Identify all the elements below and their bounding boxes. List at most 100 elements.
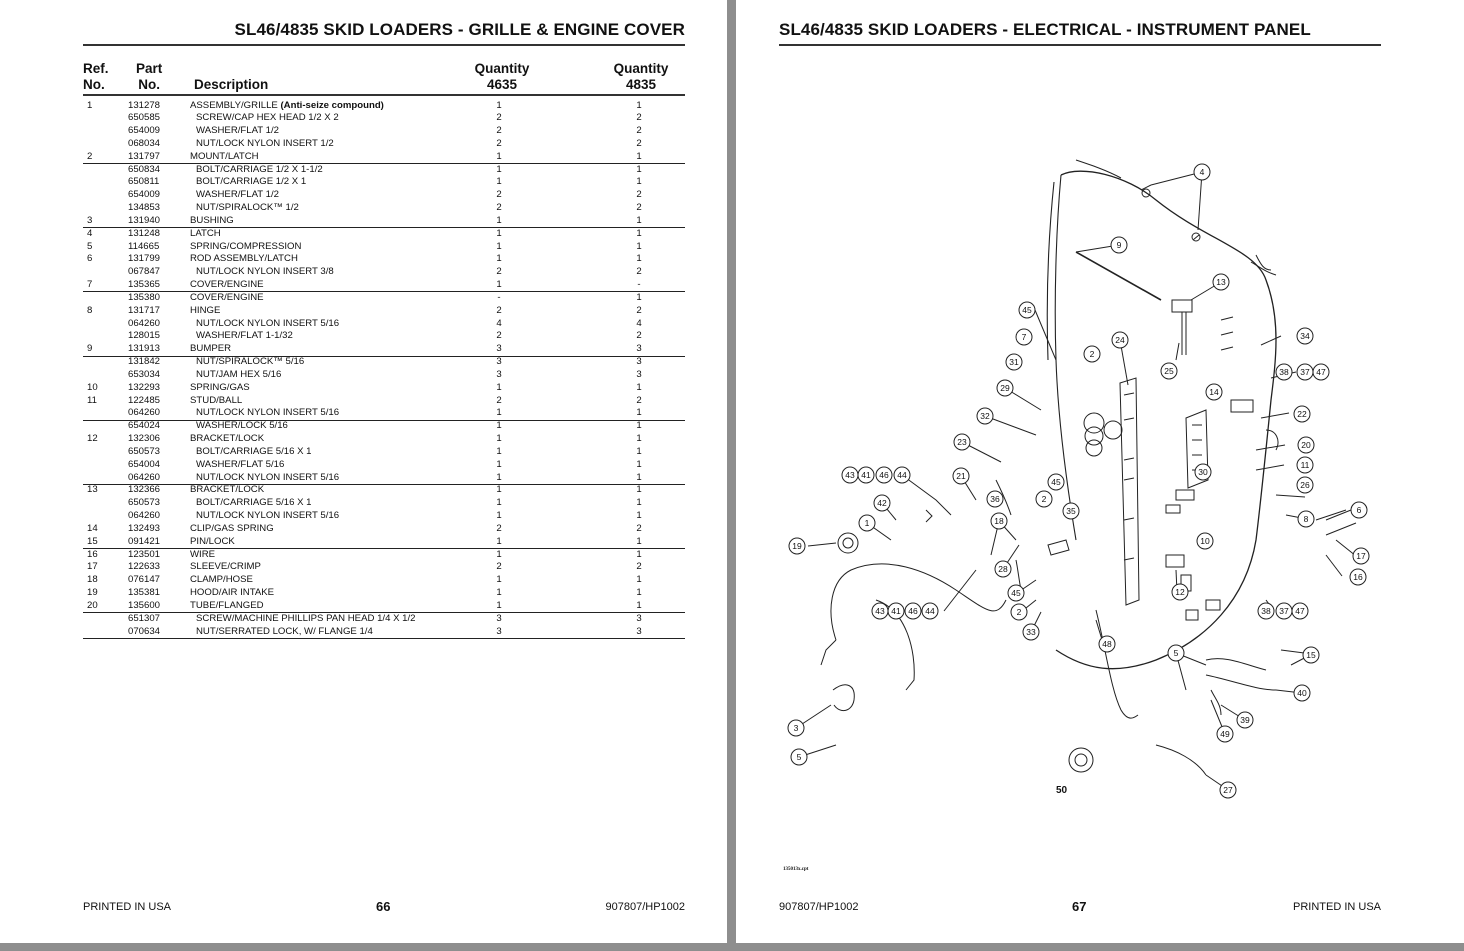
- svg-text:4: 4: [1200, 167, 1205, 177]
- description-cell: SLEEVE/CRIMP: [190, 561, 261, 573]
- callout-13: 13: [1212, 273, 1230, 291]
- svg-text:30: 30: [1198, 467, 1208, 477]
- svg-text:7: 7: [1022, 332, 1027, 342]
- callout-49: 49: [1216, 725, 1234, 743]
- callout-7: 7: [1015, 328, 1033, 346]
- qty-4635-cell: 1: [496, 150, 502, 162]
- part-number-cell: 091421: [128, 535, 161, 547]
- qty-4835-cell: 1: [636, 599, 642, 611]
- ref-cell: 12: [87, 433, 98, 445]
- part-number-cell: 122485: [128, 394, 161, 406]
- ref-cell: 8: [87, 304, 93, 316]
- qty-4835-cell: 2: [636, 304, 642, 316]
- qty-4835-cell: 1: [636, 458, 642, 470]
- description-cell: NUT/LOCK NYLON INSERT 5/16: [196, 317, 340, 329]
- qty-4635-cell: 1: [496, 599, 502, 611]
- callout-31: 31: [1005, 353, 1023, 371]
- qty-4835-cell: 1: [636, 587, 642, 599]
- svg-text:38: 38: [1261, 606, 1271, 616]
- qty-4835-cell: 2: [636, 189, 642, 201]
- svg-text:8: 8: [1304, 514, 1309, 524]
- qty-4835-cell: 1: [636, 548, 642, 560]
- svg-text:45: 45: [1022, 305, 1032, 315]
- ref-cell: 14: [87, 522, 98, 534]
- svg-text:18: 18: [994, 516, 1004, 526]
- qty-4835-cell: 1: [636, 484, 642, 496]
- description-cell: CLAMP/HOSE: [190, 574, 253, 586]
- part-number-cell: 123501: [128, 548, 161, 560]
- ref-cell: 20: [87, 599, 98, 611]
- svg-text:41: 41: [891, 606, 901, 616]
- description-cell: WASHER/FLAT 1/2: [196, 189, 279, 201]
- qty-4635-header: Quantity 4635: [474, 61, 530, 92]
- title-rule: [779, 44, 1381, 46]
- svg-text:5: 5: [1174, 648, 1179, 658]
- group-separator: [83, 548, 685, 550]
- description-cell: BRACKET/LOCK: [190, 484, 265, 496]
- part-number-cell: 134853: [128, 202, 161, 214]
- svg-text:2: 2: [1042, 494, 1047, 504]
- callout-2: 2: [1083, 345, 1101, 363]
- svg-text:35: 35: [1066, 506, 1076, 516]
- qty-4635-cell: 2: [496, 189, 502, 201]
- part-number-cell: 135365: [128, 279, 161, 291]
- callout-5: 5: [1167, 644, 1185, 662]
- ref-header: Ref. No.: [83, 61, 109, 92]
- qty-4835-cell: 2: [636, 561, 642, 573]
- qty-4835-cell: 1: [636, 535, 642, 547]
- callout-25: 25: [1160, 362, 1178, 380]
- svg-text:2: 2: [1090, 349, 1095, 359]
- callout-4: 4: [1193, 163, 1211, 181]
- part-number-cell: 650573: [128, 497, 161, 509]
- callout-23: 23: [953, 433, 971, 451]
- qty-4835-cell: 1: [636, 176, 642, 188]
- qty-4635-cell: 1: [496, 176, 502, 188]
- qty-4835-cell: 3: [636, 368, 642, 380]
- qty-4835-cell: 2: [636, 522, 642, 534]
- qty-4835-cell: 1: [636, 381, 642, 393]
- description-cell: ASSEMBLY/GRILLE (Anti-seize compound): [190, 99, 384, 111]
- callout-48: 48: [1098, 635, 1116, 653]
- qty-4635-cell: -: [497, 291, 501, 303]
- instrument-panel-diagram: 4913457224343125383747291432222320452301…: [787, 159, 1370, 799]
- part-label-50: 50: [1056, 785, 1068, 796]
- callout-17: 17: [1352, 547, 1370, 565]
- qty-4635-cell: 2: [496, 330, 502, 342]
- svg-text:44: 44: [925, 606, 935, 616]
- page-title: SL46/4835 SKID LOADERS - ELECTRICAL - IN…: [779, 20, 1311, 39]
- callout-19: 19: [788, 537, 806, 555]
- qty-4635-cell: 1: [496, 227, 502, 239]
- description-cell: BOLT/CARRIAGE 1/2 X 1: [196, 176, 307, 188]
- part-number-cell: 068034: [128, 137, 161, 149]
- part-number-cell: 064260: [128, 317, 161, 329]
- qty-4835-cell: 1: [636, 445, 642, 457]
- description-cell: HOOD/AIR INTAKE: [190, 587, 275, 599]
- callout-5: 5: [790, 748, 808, 766]
- part-header: Part No.: [136, 61, 163, 92]
- ref-cell: 1: [87, 99, 93, 111]
- description-cell: TUBE/FLANGED: [190, 599, 264, 611]
- description-cell: ROD ASSEMBLY/LATCH: [190, 253, 298, 265]
- ref-cell: 10: [87, 381, 98, 393]
- qty-4835-cell: 2: [636, 112, 642, 124]
- svg-text:40: 40: [1297, 688, 1307, 698]
- part-number-cell: 654009: [128, 189, 161, 201]
- table-row: 654009 WASHER/FLAT 1/2 2 2: [83, 189, 685, 202]
- group-separator: [83, 483, 685, 485]
- description-note: (Anti-seize compound): [277, 99, 384, 111]
- svg-text:12: 12: [1175, 587, 1185, 597]
